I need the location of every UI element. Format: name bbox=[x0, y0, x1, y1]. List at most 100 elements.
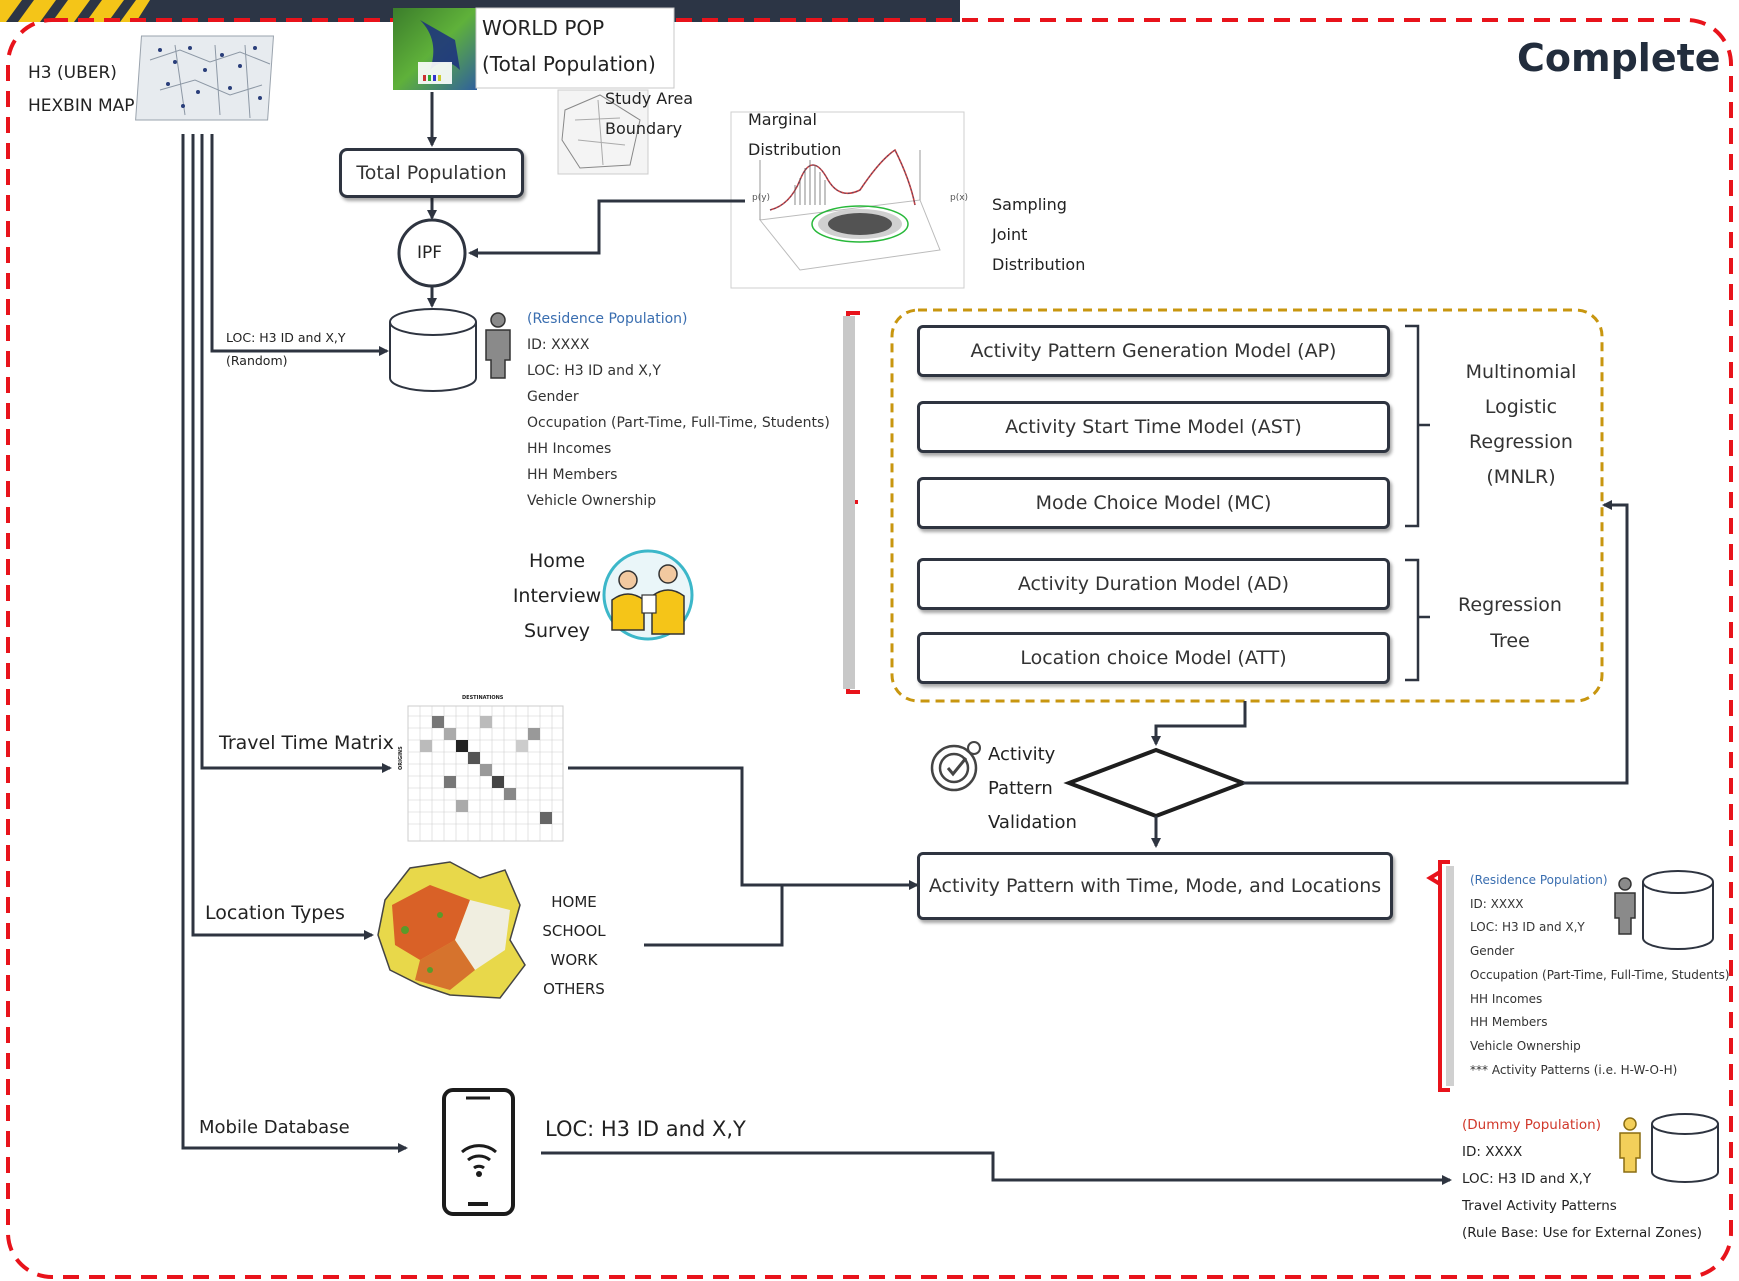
bracket-shadow bbox=[843, 316, 855, 689]
connectors bbox=[181, 92, 1629, 1185]
location-type-work: WORK bbox=[550, 951, 598, 969]
worldpop-label: WORLD POP bbox=[482, 16, 605, 40]
output-attr-gender: Gender bbox=[1470, 944, 1515, 959]
mnlr-line-3: Regression bbox=[1469, 431, 1573, 453]
survey-home: Home bbox=[528, 550, 586, 572]
mobile-database-label: Mobile Database bbox=[199, 1117, 350, 1138]
loc-random-label: LOC: H3 ID and X,Y bbox=[226, 330, 346, 345]
residence-database-icon bbox=[389, 308, 477, 392]
residence-attr-hh-incomes: HH Incomes bbox=[527, 441, 612, 457]
model-ad-box: Activity Duration Model (AD) bbox=[917, 558, 1390, 610]
dummy-attr-patterns: Travel Activity Patterns bbox=[1462, 1198, 1617, 1214]
h3-sidebar-lines bbox=[181, 134, 214, 140]
residence-attr-loc: LOC: H3 ID and X,Y bbox=[527, 363, 661, 379]
h3-uber-label: H3 (UBER) bbox=[28, 63, 117, 83]
output-residence-attributes: (Residence Population) ID: XXXX LOC: H3 … bbox=[1470, 869, 1730, 1082]
location-types-map-image bbox=[377, 861, 526, 999]
dummy-population-attributes: (Dummy Population) ID: XXXX LOC: H3 ID a… bbox=[1462, 1112, 1702, 1247]
validation-line-pattern: Pattern bbox=[988, 778, 1053, 799]
study-area-label: Study Area bbox=[605, 89, 694, 108]
mnlr-bracket bbox=[1405, 324, 1430, 528]
validation-label: Activity Pattern Validation bbox=[988, 738, 1077, 840]
dummy-attr-loc: LOC: H3 ID and X,Y bbox=[1462, 1171, 1592, 1187]
location-type-list: HOME SCHOOL WORK OTHERS bbox=[533, 888, 615, 1004]
hexbin-map-label: HEXBIN MAP bbox=[28, 96, 135, 116]
joint-distribution-plot: p(y) p(x) bbox=[730, 111, 968, 289]
output-bracket-shadow bbox=[1446, 866, 1454, 1086]
dummy-attr-rule-base: (Rule Base: Use for External Zones) bbox=[1462, 1225, 1702, 1241]
sampling-label: Sampling bbox=[992, 195, 1067, 214]
residence-attr-occupation: Occupation (Part-Time, Full-Time, Studen… bbox=[527, 415, 830, 431]
travel-time-matrix-label: Travel Time Matrix bbox=[219, 732, 394, 754]
residence-population-title: (Residence Population) bbox=[527, 311, 688, 327]
residence-attr-gender: Gender bbox=[527, 389, 579, 405]
mobile-loc-label: LOC: H3 ID and X,Y bbox=[545, 1117, 746, 1141]
validation-line-validation: Validation bbox=[988, 812, 1077, 833]
dummy-population-title: (Dummy Population) bbox=[1462, 1117, 1601, 1133]
marginal-label: Marginal bbox=[748, 110, 817, 129]
matrix-origins-label: ORIGINS bbox=[398, 746, 404, 770]
hexbin-map-image bbox=[135, 35, 275, 121]
regression-tree-bracket bbox=[1405, 558, 1430, 682]
residence-attr-hh-members: HH Members bbox=[527, 467, 618, 483]
mnlr-line-4: (MNLR) bbox=[1486, 466, 1556, 488]
svg-text:p(x): p(x) bbox=[950, 193, 968, 203]
regression-tree-label: Regression Tree bbox=[1440, 587, 1580, 659]
output-bracket bbox=[1426, 860, 1450, 1092]
location-type-school: SCHOOL bbox=[542, 922, 606, 940]
output-attr-activity-patterns: *** Activity Patterns (i.e. H-W-O-H) bbox=[1470, 1062, 1678, 1077]
joint-label: Joint bbox=[992, 225, 1028, 244]
total-population-caption: (Total Population) bbox=[482, 52, 656, 76]
location-types-label: Location Types bbox=[205, 902, 345, 924]
study-area-image bbox=[557, 89, 649, 175]
travel-time-matrix-image bbox=[407, 705, 564, 842]
home-interview-survey-icon bbox=[602, 549, 694, 641]
validation-line-activity: Activity bbox=[988, 744, 1056, 765]
ipf-label: IPF bbox=[417, 243, 443, 263]
regression-tree-line-2: Tree bbox=[1490, 630, 1530, 652]
output-attr-id: ID: XXXX bbox=[1470, 896, 1524, 911]
output-attr-occupation: Occupation (Part-Time, Full-Time, Studen… bbox=[1470, 967, 1730, 982]
output-attr-vehicle: Vehicle Ownership bbox=[1470, 1038, 1581, 1053]
svg-text:p(y): p(y) bbox=[752, 193, 770, 203]
mnlr-label: Multinomial Logistic Regression (MNLR) bbox=[1450, 355, 1592, 495]
home-interview-survey-label: Home Interview Survey bbox=[512, 544, 602, 649]
model-mc-box: Mode Choice Model (MC) bbox=[917, 477, 1390, 529]
dummy-attr-id: ID: XXXX bbox=[1462, 1144, 1523, 1160]
validation-decision-diamond bbox=[1063, 747, 1249, 819]
survey-survey: Survey bbox=[523, 620, 591, 642]
model-att-box: Location choice Model (ATT) bbox=[917, 632, 1390, 684]
output-attr-loc: LOC: H3 ID and X,Y bbox=[1470, 920, 1585, 935]
worldpop-label-box bbox=[475, 7, 675, 89]
residence-attr-vehicle: Vehicle Ownership bbox=[527, 493, 657, 509]
mnlr-line-2: Logistic bbox=[1484, 396, 1558, 418]
survey-interview: Interview bbox=[512, 585, 602, 607]
person-icon bbox=[485, 312, 511, 379]
model-ast-box: Activity Start Time Model (AST) bbox=[917, 401, 1390, 453]
status-complete-label: Complete bbox=[1517, 36, 1721, 80]
dummy-database-icon bbox=[1651, 1113, 1719, 1183]
joint-distribution-label: Distribution bbox=[992, 255, 1086, 274]
output-residence-title: (Residence Population) bbox=[1470, 873, 1608, 887]
validation-target-icon bbox=[930, 741, 981, 792]
regression-tree-line-1: Regression bbox=[1458, 594, 1562, 616]
output-attr-hh-incomes: HH Incomes bbox=[1470, 991, 1543, 1006]
dummy-person-icon bbox=[1619, 1117, 1641, 1173]
total-population-box: Total Population bbox=[339, 148, 524, 198]
model-ap-box: Activity Pattern Generation Model (AP) bbox=[917, 325, 1390, 377]
outer-dashed-frame bbox=[6, 18, 1733, 1279]
matrix-destinations-label: DESTINATIONS bbox=[462, 695, 504, 701]
residence-attr-id: ID: XXXX bbox=[527, 337, 590, 353]
random-label: (Random) bbox=[226, 353, 288, 368]
residence-population-attributes: (Residence Population) ID: XXXX LOC: H3 … bbox=[527, 306, 830, 514]
distribution-label: Distribution bbox=[748, 140, 842, 159]
mobile-phone-icon bbox=[442, 1088, 515, 1216]
location-type-home: HOME bbox=[551, 893, 597, 911]
boundary-label: Boundary bbox=[605, 119, 683, 138]
location-type-others: OTHERS bbox=[543, 980, 605, 998]
output-person-icon bbox=[1614, 877, 1636, 935]
mnlr-line-1: Multinomial bbox=[1465, 361, 1577, 383]
activity-pattern-output-box: Activity Pattern with Time, Mode, and Lo… bbox=[917, 852, 1393, 920]
output-attr-hh-members: HH Members bbox=[1470, 1015, 1548, 1030]
